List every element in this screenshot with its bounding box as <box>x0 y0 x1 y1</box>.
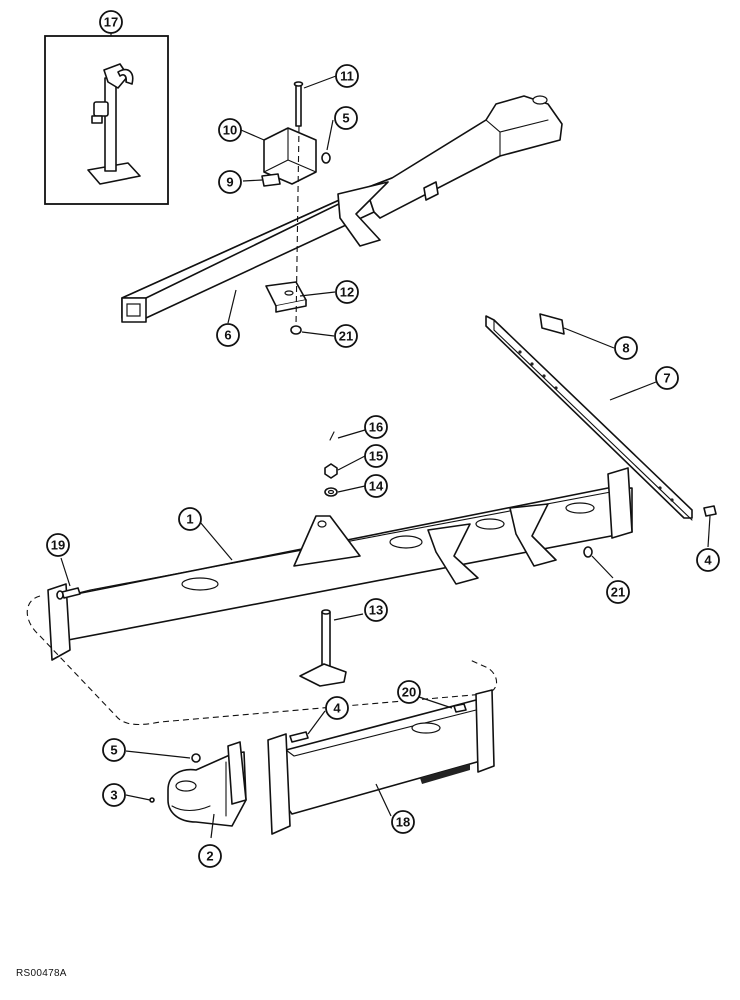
svg-text:21: 21 <box>611 585 625 600</box>
callout-10: 10 <box>218 118 242 142</box>
svg-text:9: 9 <box>226 175 233 190</box>
jack-inset <box>44 35 169 205</box>
callout-19: 19 <box>46 533 70 557</box>
callout-5: 5 <box>334 106 358 130</box>
svg-text:8: 8 <box>622 341 629 356</box>
svg-text:16: 16 <box>369 420 383 435</box>
svg-text:13: 13 <box>369 603 383 618</box>
callout-8: 8 <box>614 336 638 360</box>
callout-13: 13 <box>364 598 388 622</box>
svg-text:3: 3 <box>110 788 117 803</box>
callout-11: 11 <box>335 64 359 88</box>
svg-text:19: 19 <box>51 538 65 553</box>
svg-text:2: 2 <box>206 849 213 864</box>
hitch-hardware <box>261 81 331 335</box>
callout-7: 7 <box>655 366 679 390</box>
tongue-frame <box>121 95 563 323</box>
callout-9: 9 <box>218 170 242 194</box>
callout-20: 20 <box>397 680 421 704</box>
figure-reference-code: RS00478A <box>16 968 67 979</box>
callout-14: 14 <box>364 474 388 498</box>
callout-6: 6 <box>216 323 240 347</box>
svg-text:17: 17 <box>104 15 118 30</box>
callout-5: 5 <box>102 738 126 762</box>
svg-text:20: 20 <box>402 685 416 700</box>
svg-text:14: 14 <box>369 479 384 494</box>
svg-text:7: 7 <box>663 371 670 386</box>
callout-21: 21 <box>606 580 630 604</box>
swing-outline <box>26 595 498 726</box>
callout-12: 12 <box>335 280 359 304</box>
svg-text:4: 4 <box>704 553 712 568</box>
pin-nut-washer <box>324 431 338 497</box>
svg-text:5: 5 <box>110 743 117 758</box>
callout-3: 3 <box>102 783 126 807</box>
spindle <box>299 609 347 687</box>
svg-text:10: 10 <box>223 123 237 138</box>
callout-17: 17 <box>99 10 123 34</box>
callout-18: 18 <box>391 810 415 834</box>
main-beam <box>47 467 633 661</box>
svg-text:15: 15 <box>369 449 383 464</box>
svg-text:12: 12 <box>340 285 354 300</box>
extension-tube <box>267 689 495 835</box>
svg-text:4: 4 <box>333 701 341 716</box>
callout-1: 1 <box>178 507 202 531</box>
svg-text:5: 5 <box>342 111 349 126</box>
svg-text:11: 11 <box>340 69 354 84</box>
knuckle-bracket <box>167 741 247 827</box>
callout-21: 21 <box>334 324 358 348</box>
svg-text:21: 21 <box>339 329 353 344</box>
callout-4: 4 <box>325 696 349 720</box>
callout-4: 4 <box>696 548 720 572</box>
callout-16: 16 <box>364 415 388 439</box>
svg-text:18: 18 <box>396 815 410 830</box>
tube-bolts <box>149 703 467 803</box>
leader-lines <box>60 33 711 839</box>
svg-text:1: 1 <box>186 512 193 527</box>
diagonal-brace <box>485 313 693 521</box>
callout-15: 15 <box>364 444 388 468</box>
svg-text:6: 6 <box>224 328 231 343</box>
beam-bolts <box>56 505 717 600</box>
callout-2: 2 <box>198 844 222 868</box>
